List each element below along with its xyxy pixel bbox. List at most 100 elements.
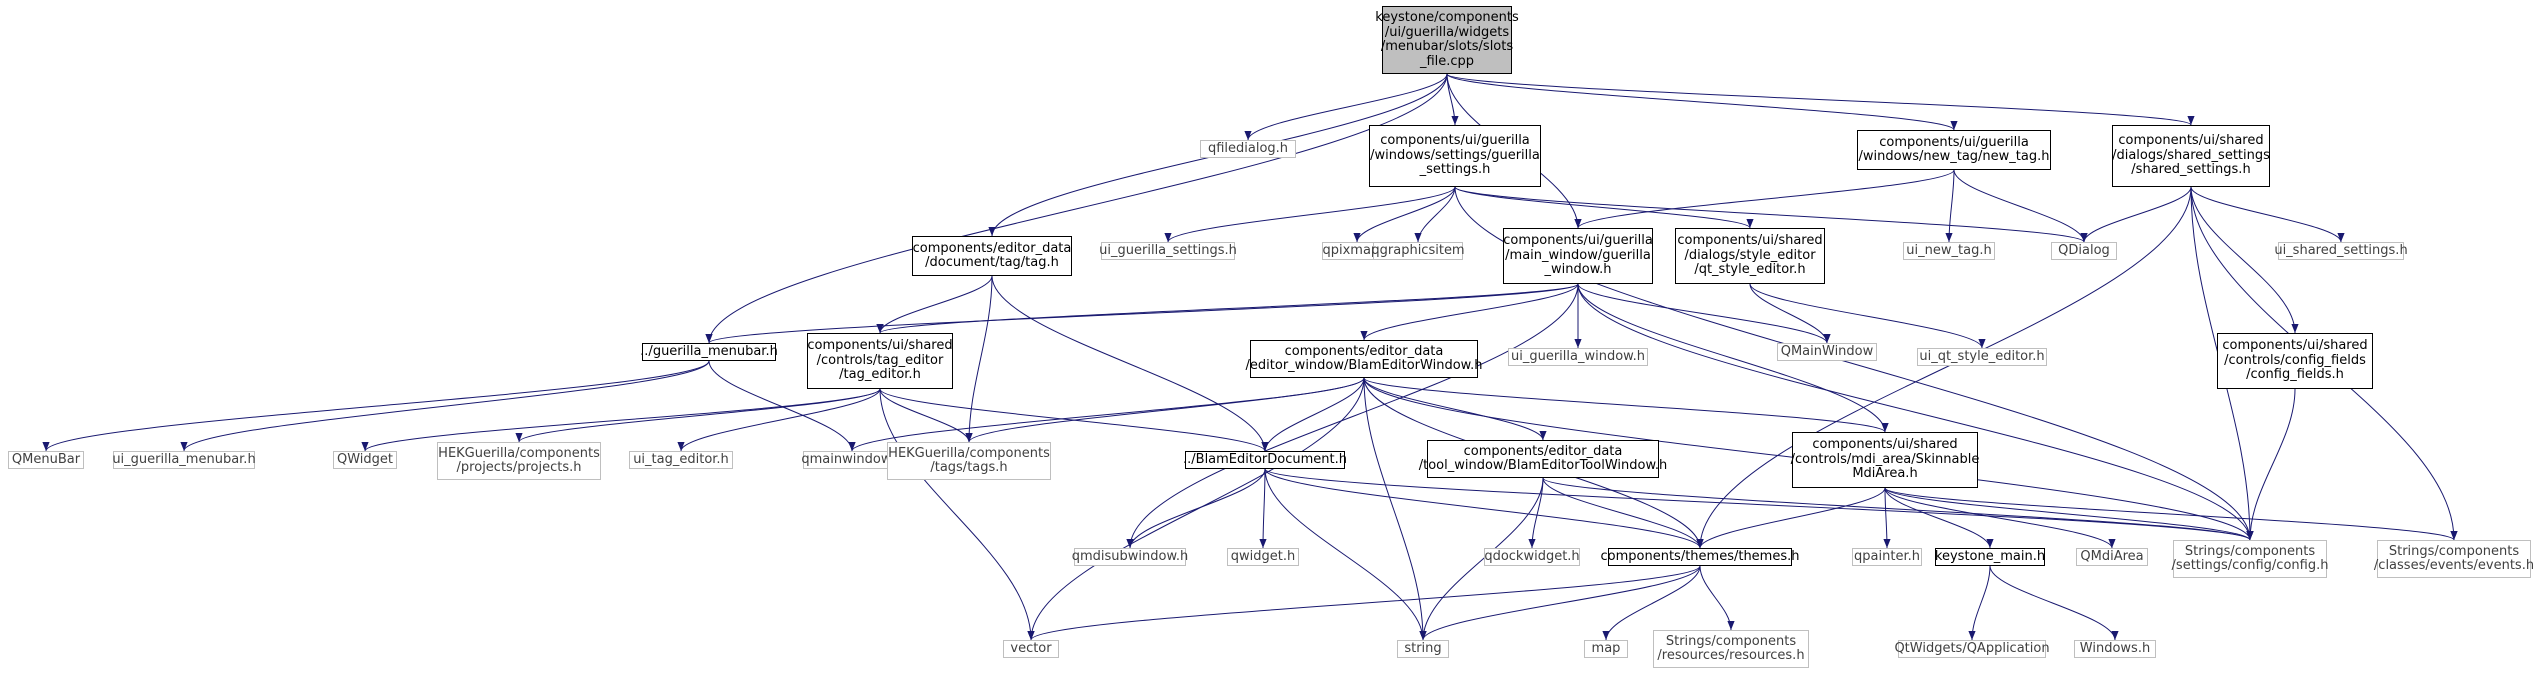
edge-tag-editor-to-tags bbox=[879, 388, 973, 443]
edge-tag-h-to-blam-editor-document bbox=[991, 275, 1269, 452]
node-tool-window[interactable]: components/editor_data /tool_window/Blam… bbox=[1419, 440, 1667, 478]
node-config-fields[interactable]: components/ui/shared /controls/config_fi… bbox=[2217, 333, 2373, 389]
edge-new-tag-to-guerilla-window bbox=[1574, 169, 1955, 229]
edge-style-editor-to-qmainwindow-cls bbox=[1749, 283, 1831, 344]
node-qmdiarea: QMdiArea bbox=[2076, 548, 2148, 566]
node-shared-settings[interactable]: components/ui/shared /dialogs/shared_set… bbox=[2112, 125, 2270, 187]
edge-guerilla-window-to-config-h bbox=[1577, 283, 2254, 541]
edge-guerilla-settings-to-ui-guerilla-settings bbox=[1164, 186, 1456, 243]
edge-root-to-qfiledialog bbox=[1244, 73, 1448, 141]
node-label: QWidget bbox=[337, 451, 394, 467]
edge-blam-editor-window-to-string bbox=[1363, 377, 1427, 641]
edge-guerilla-window-to-tag-editor bbox=[876, 283, 1579, 334]
node-qmainwindow-h: qmainwindow.h bbox=[801, 451, 903, 469]
node-vector: vector bbox=[1003, 640, 1059, 658]
node-guerilla-menubar[interactable]: ../guerilla_menubar.h bbox=[640, 343, 778, 361]
node-label: components/ui/shared /controls/config_fi… bbox=[2222, 338, 2368, 383]
node-qgraphicsitem: qgraphicsitem bbox=[1371, 242, 1465, 260]
edge-tag-editor-to-vector bbox=[879, 388, 1035, 641]
node-label: QMainWindow bbox=[1780, 343, 1874, 359]
node-qmenubar: QMenuBar bbox=[8, 451, 84, 469]
edge-blam-editor-window-to-tags bbox=[965, 377, 1365, 443]
node-qdialog: QDialog bbox=[2051, 242, 2117, 260]
node-resources: Strings/components /resources/resources.… bbox=[1653, 630, 1809, 668]
edge-guerilla-menubar-to-qmainwindow-h bbox=[708, 360, 856, 452]
node-label: qdockwidget.h bbox=[1484, 548, 1580, 564]
node-label: ../BlamEditorDocument.h bbox=[1183, 451, 1347, 467]
node-label: components/ui/shared /dialogs/style_edit… bbox=[1677, 233, 1823, 278]
edge-tool-window-to-themes bbox=[1542, 477, 1704, 549]
node-label: components/editor_data /tool_window/Blam… bbox=[1418, 443, 1668, 473]
node-style-editor[interactable]: components/ui/shared /dialogs/style_edit… bbox=[1675, 228, 1825, 284]
edge-shared-settings-to-config-fields bbox=[2190, 186, 2299, 334]
node-label: ui_shared_settings.h bbox=[2274, 242, 2408, 258]
node-qmdisubwindow: qmdisubwindow.h bbox=[1071, 548, 1189, 566]
node-blam-editor-document[interactable]: ../BlamEditorDocument.h bbox=[1183, 451, 1347, 469]
edge-mdi-area-to-config-h bbox=[1884, 487, 2254, 541]
edge-guerilla-menubar-to-ui-guerilla-menubar bbox=[180, 360, 710, 452]
edge-new-tag-to-ui-new-tag bbox=[1945, 169, 1955, 243]
edge-guerilla-settings-to-qgraphicsitem bbox=[1414, 186, 1456, 243]
node-mdi-area[interactable]: components/ui/shared /controls/mdi_area/… bbox=[1791, 432, 1979, 488]
node-label: qmdisubwindow.h bbox=[1071, 548, 1189, 564]
edge-guerilla-settings-to-config-h bbox=[1454, 186, 2254, 541]
node-qwidget-cls: QWidget bbox=[333, 451, 397, 469]
edge-guerilla-window-to-blam-editor-window bbox=[1360, 283, 1579, 341]
edge-tag-editor-to-ui-tag-editor bbox=[677, 388, 881, 452]
node-label: QtWidgets/QApplication bbox=[1894, 640, 2050, 656]
edge-guerilla-settings-to-qdialog bbox=[1454, 186, 2088, 243]
edge-guerilla-window-to-qmainwindow-cls bbox=[1577, 283, 1831, 344]
node-qwidget-h: qwidget.h bbox=[1227, 548, 1299, 566]
node-label: ../guerilla_menubar.h bbox=[640, 343, 778, 359]
node-ui-qt-style-editor: ui_qt_style_editor.h bbox=[1917, 348, 2047, 366]
edge-keystone-main-to-windows-h bbox=[1989, 565, 2119, 641]
node-guerilla-settings[interactable]: components/ui/guerilla /windows/settings… bbox=[1369, 125, 1541, 187]
node-qfiledialog: qfiledialog.h bbox=[1200, 140, 1296, 158]
edge-blam-editor-document-to-qmdisubwindow bbox=[1126, 468, 1266, 549]
edge-root-to-new-tag bbox=[1446, 73, 1958, 131]
node-new-tag[interactable]: components/ui/guerilla /windows/new_tag/… bbox=[1857, 130, 2051, 170]
node-tag-h[interactable]: components/editor_data /document/tag/tag… bbox=[912, 236, 1072, 276]
node-themes[interactable]: components/themes/themes.h bbox=[1601, 548, 1800, 566]
node-label: components/editor_data /editor_window/Bl… bbox=[1245, 343, 1483, 373]
node-ui-new-tag: ui_new_tag.h bbox=[1903, 242, 1995, 260]
edge-guerilla-window-to-qmdisubwindow bbox=[1126, 283, 1579, 549]
node-label: components/ui/shared /controls/tag_edito… bbox=[807, 338, 953, 383]
edge-themes-to-vector bbox=[1027, 565, 1701, 641]
node-qmainwindow-cls: QMainWindow bbox=[1777, 343, 1877, 361]
node-config-h: Strings/components /settings/config/conf… bbox=[2171, 540, 2329, 578]
node-label: QMdiArea bbox=[2080, 548, 2144, 564]
node-label: qfiledialog.h bbox=[1207, 140, 1289, 156]
node-map: map bbox=[1584, 640, 1628, 658]
edge-root-to-guerilla-menubar bbox=[705, 73, 1448, 344]
edge-blam-editor-window-to-mdi-area bbox=[1363, 377, 1889, 433]
node-windows-h: Windows.h bbox=[2074, 640, 2156, 658]
node-label: ui_qt_style_editor.h bbox=[1919, 348, 2045, 364]
edge-tag-h-to-tags bbox=[965, 275, 993, 443]
node-ui-guerilla-menubar: ui_guerilla_menubar.h bbox=[112, 451, 256, 469]
node-guerilla-window[interactable]: components/ui/guerilla /main_window/guer… bbox=[1503, 228, 1653, 284]
edge-mdi-area-to-themes bbox=[1696, 487, 1886, 549]
node-label: Strings/components /settings/config/conf… bbox=[2171, 543, 2329, 573]
node-blam-editor-window[interactable]: components/editor_data /editor_window/Bl… bbox=[1246, 340, 1482, 378]
node-keystone-main[interactable]: keystone_main.h bbox=[1935, 548, 2045, 566]
node-label: qmainwindow.h bbox=[801, 451, 903, 467]
node-label: components/ui/guerilla /windows/settings… bbox=[1370, 133, 1540, 178]
node-label: HEKGuerilla/components /projects/project… bbox=[438, 445, 600, 475]
node-root: keystone/components /ui/guerilla/widgets… bbox=[1375, 6, 1519, 74]
node-label: components/editor_data /document/tag/tag… bbox=[912, 240, 1072, 270]
edge-themes-to-resources bbox=[1699, 565, 1735, 631]
node-tag-editor[interactable]: components/ui/shared /controls/tag_edito… bbox=[807, 333, 953, 389]
edge-new-tag-to-qdialog bbox=[1953, 169, 2088, 243]
node-ui-tag-editor: ui_tag_editor.h bbox=[629, 451, 733, 469]
node-label: keystone/components /ui/guerilla/widgets… bbox=[1375, 10, 1519, 69]
node-label: keystone_main.h bbox=[1934, 548, 2046, 564]
edge-guerilla-settings-to-qpixmap bbox=[1353, 186, 1456, 243]
edge-guerilla-settings-to-style-editor bbox=[1454, 186, 1754, 229]
node-label: Windows.h bbox=[2079, 640, 2151, 656]
edge-root-to-shared-settings bbox=[1446, 73, 2195, 126]
edge-style-editor-to-ui-qt-style-editor bbox=[1749, 283, 1986, 349]
node-events-h: Strings/components /classes/events/event… bbox=[2374, 540, 2534, 578]
edge-tag-editor-to-projects bbox=[515, 388, 881, 443]
